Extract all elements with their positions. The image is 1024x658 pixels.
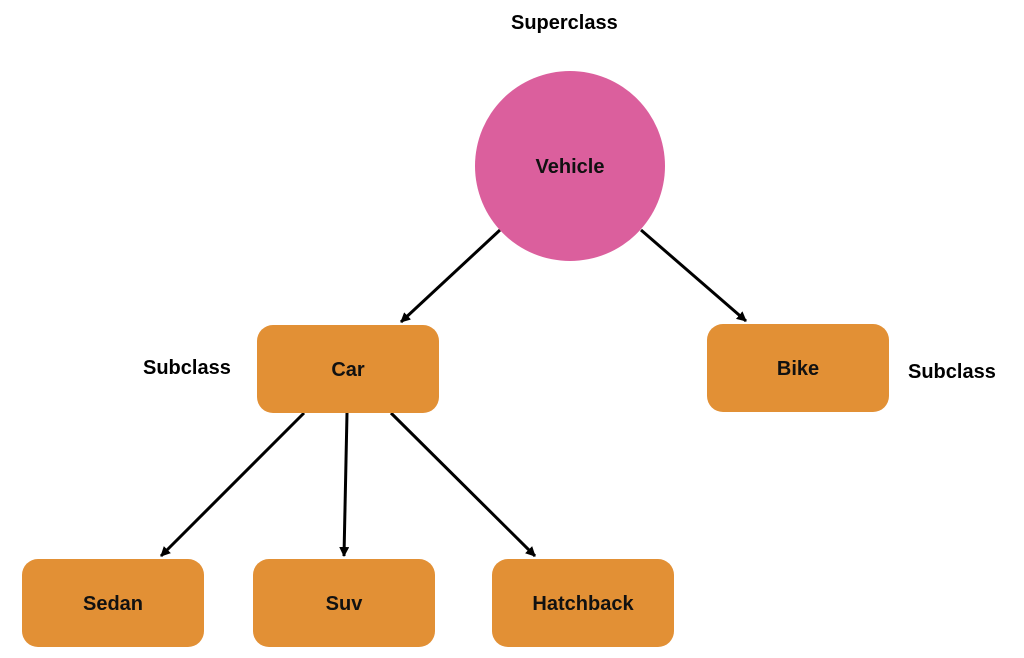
node-shape-hatchback xyxy=(492,559,674,647)
node-suv: Suv xyxy=(253,559,435,647)
edge-car-suv xyxy=(339,412,350,557)
subclass-annotation-right: Subclass xyxy=(908,361,996,383)
node-shape-sedan xyxy=(22,559,204,647)
node-car: Car xyxy=(257,325,439,413)
edge-car-sedan xyxy=(159,411,306,558)
node-label-suv: Suv xyxy=(326,593,364,615)
edge-vehicle-car xyxy=(399,228,502,324)
edge-vehicle-bike xyxy=(640,228,747,323)
node-label-hatchback: Hatchback xyxy=(532,593,634,615)
node-vehicle: Vehicle xyxy=(475,71,665,261)
node-shape-car xyxy=(257,325,439,413)
node-shape-bike xyxy=(707,324,889,412)
node-sedan: Sedan xyxy=(22,559,204,647)
node-bike: Bike xyxy=(707,324,889,412)
node-label-bike: Bike xyxy=(777,358,819,380)
superclass-annotation: Superclass xyxy=(511,12,618,34)
node-label-vehicle: Vehicle xyxy=(536,156,605,178)
node-label-car: Car xyxy=(331,359,365,381)
edge-car-hatchback xyxy=(389,411,537,558)
node-shape-vehicle xyxy=(475,71,665,261)
node-label-sedan: Sedan xyxy=(83,593,143,615)
subclass-annotation-left: Subclass xyxy=(143,357,231,379)
node-shape-suv xyxy=(253,559,435,647)
node-hatchback: Hatchback xyxy=(492,559,674,647)
